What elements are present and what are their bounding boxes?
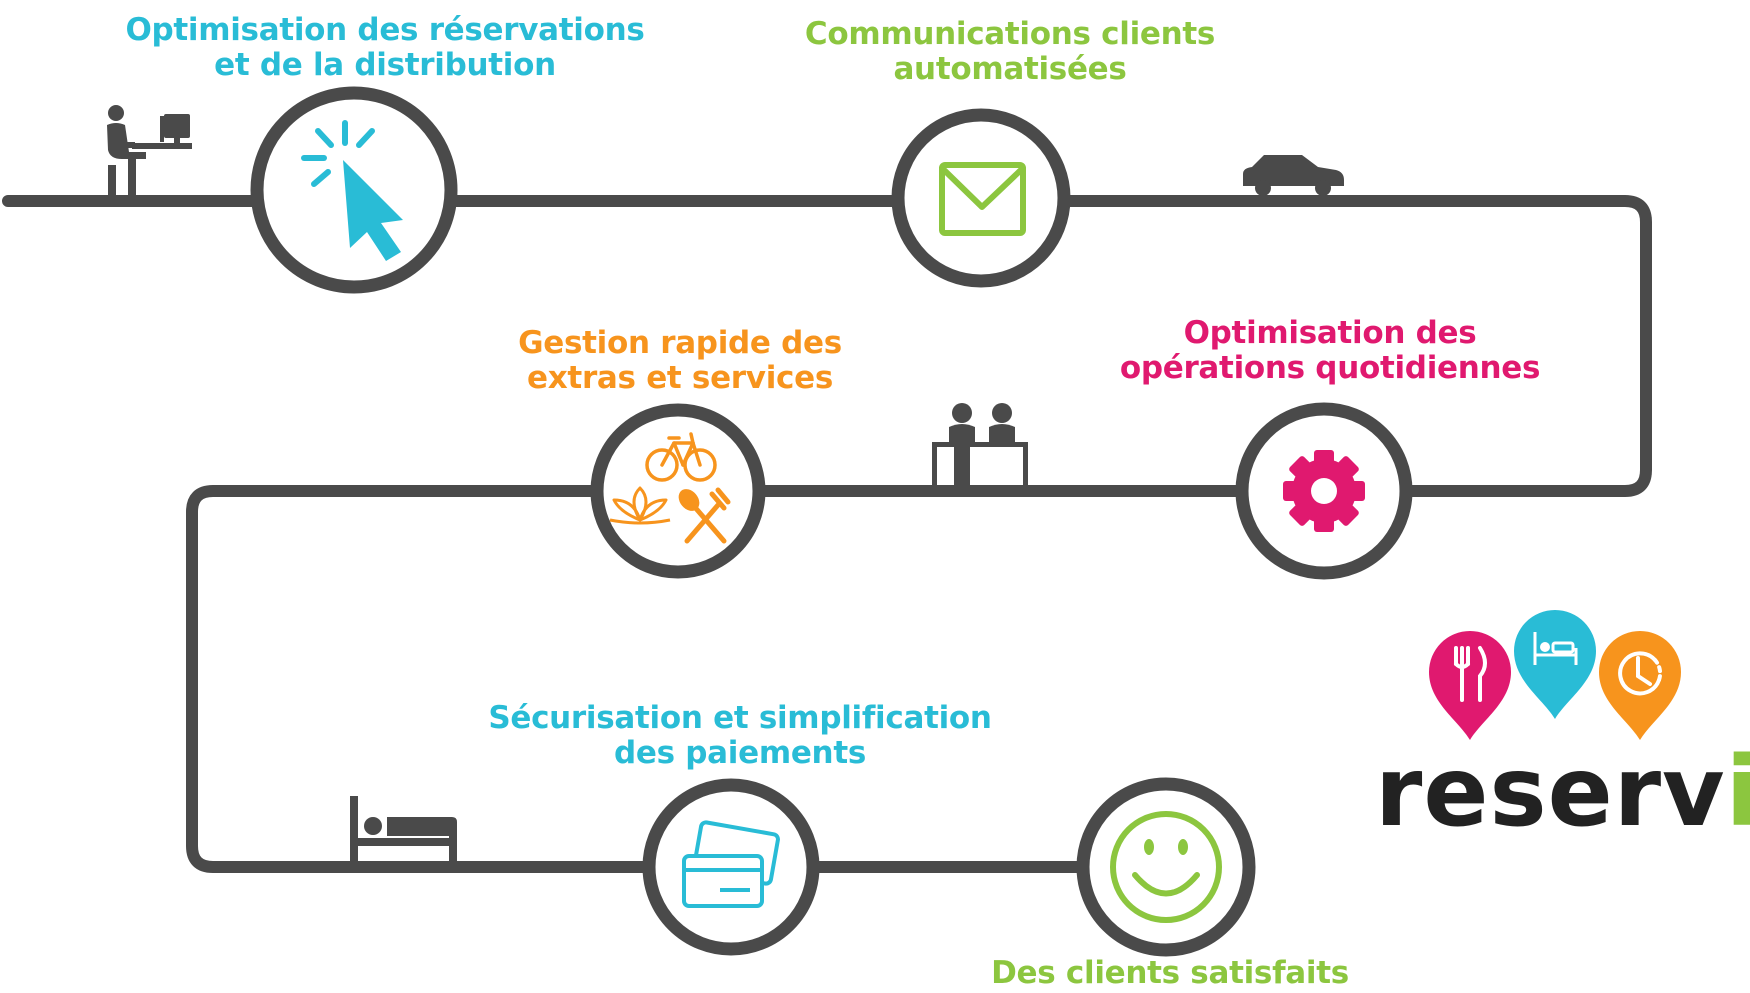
- credit-cards-icon: [682, 820, 780, 908]
- step-label-payments: Sécurisation et simplification des paiem…: [460, 701, 1020, 771]
- label-line: Communications clients: [804, 16, 1216, 52]
- logo-word-accent: it: [1725, 736, 1750, 848]
- bicycle-icon: [645, 432, 717, 482]
- step-circle-payments: [642, 778, 820, 956]
- step-label-operations: Optimisation des opérations quotidiennes: [1100, 316, 1560, 386]
- step-label-communications: Communications clients automatisées: [780, 17, 1240, 87]
- lotus-icon: [609, 486, 671, 525]
- label-line: Optimisation des réservations: [125, 12, 645, 48]
- label-line: Des clients satisfaits: [991, 955, 1349, 991]
- label-line: Gestion rapide des: [518, 325, 842, 361]
- step-circle-operations: [1235, 402, 1413, 580]
- reservit-logo: reservit: [1375, 742, 1750, 842]
- label-line: et de la distribution: [214, 47, 556, 83]
- bed-icon: [350, 796, 457, 862]
- spoon-fork-icon: [684, 487, 731, 544]
- bed-icon: [1533, 632, 1578, 665]
- pin-cyan: [1514, 610, 1596, 719]
- cursor-arrow-icon: [343, 160, 403, 261]
- car-icon: [1243, 155, 1344, 196]
- step-label-satisfaction: Des clients satisfaits: [950, 956, 1390, 991]
- smiley-icon: [1110, 811, 1222, 923]
- label-line: Optimisation des: [1183, 315, 1477, 351]
- spoon-head-icon: [678, 489, 700, 511]
- step-circle-communications: [891, 108, 1071, 288]
- step-circle-reservations: [250, 86, 458, 294]
- label-line: automatisées: [893, 51, 1127, 87]
- clock-icon: [1618, 651, 1663, 696]
- pin-magenta: [1429, 631, 1511, 740]
- person-at-computer-icon: [107, 105, 192, 196]
- envelope-icon: [939, 162, 1026, 236]
- label-line: Sécurisation et simplification: [488, 700, 992, 736]
- pin-orange: [1599, 631, 1681, 740]
- journey-track: [2, 195, 1652, 873]
- step-circle-satisfaction: [1076, 777, 1256, 957]
- label-line: opérations quotidiennes: [1119, 350, 1541, 386]
- step-label-extras: Gestion rapide des extras et services: [495, 326, 865, 396]
- step-circle-extras: [590, 403, 766, 579]
- label-line: extras et services: [527, 360, 833, 396]
- logo-word-main: reserv: [1375, 736, 1726, 848]
- cursor-click-icon: [301, 120, 375, 187]
- step-label-reservations: Optimisation des réservations et de la d…: [105, 13, 665, 83]
- fork-knife-icon: [1454, 646, 1487, 702]
- label-line: des paiements: [614, 735, 866, 771]
- logo-pins: [1429, 610, 1681, 740]
- reception-desk-icon: [932, 403, 1028, 489]
